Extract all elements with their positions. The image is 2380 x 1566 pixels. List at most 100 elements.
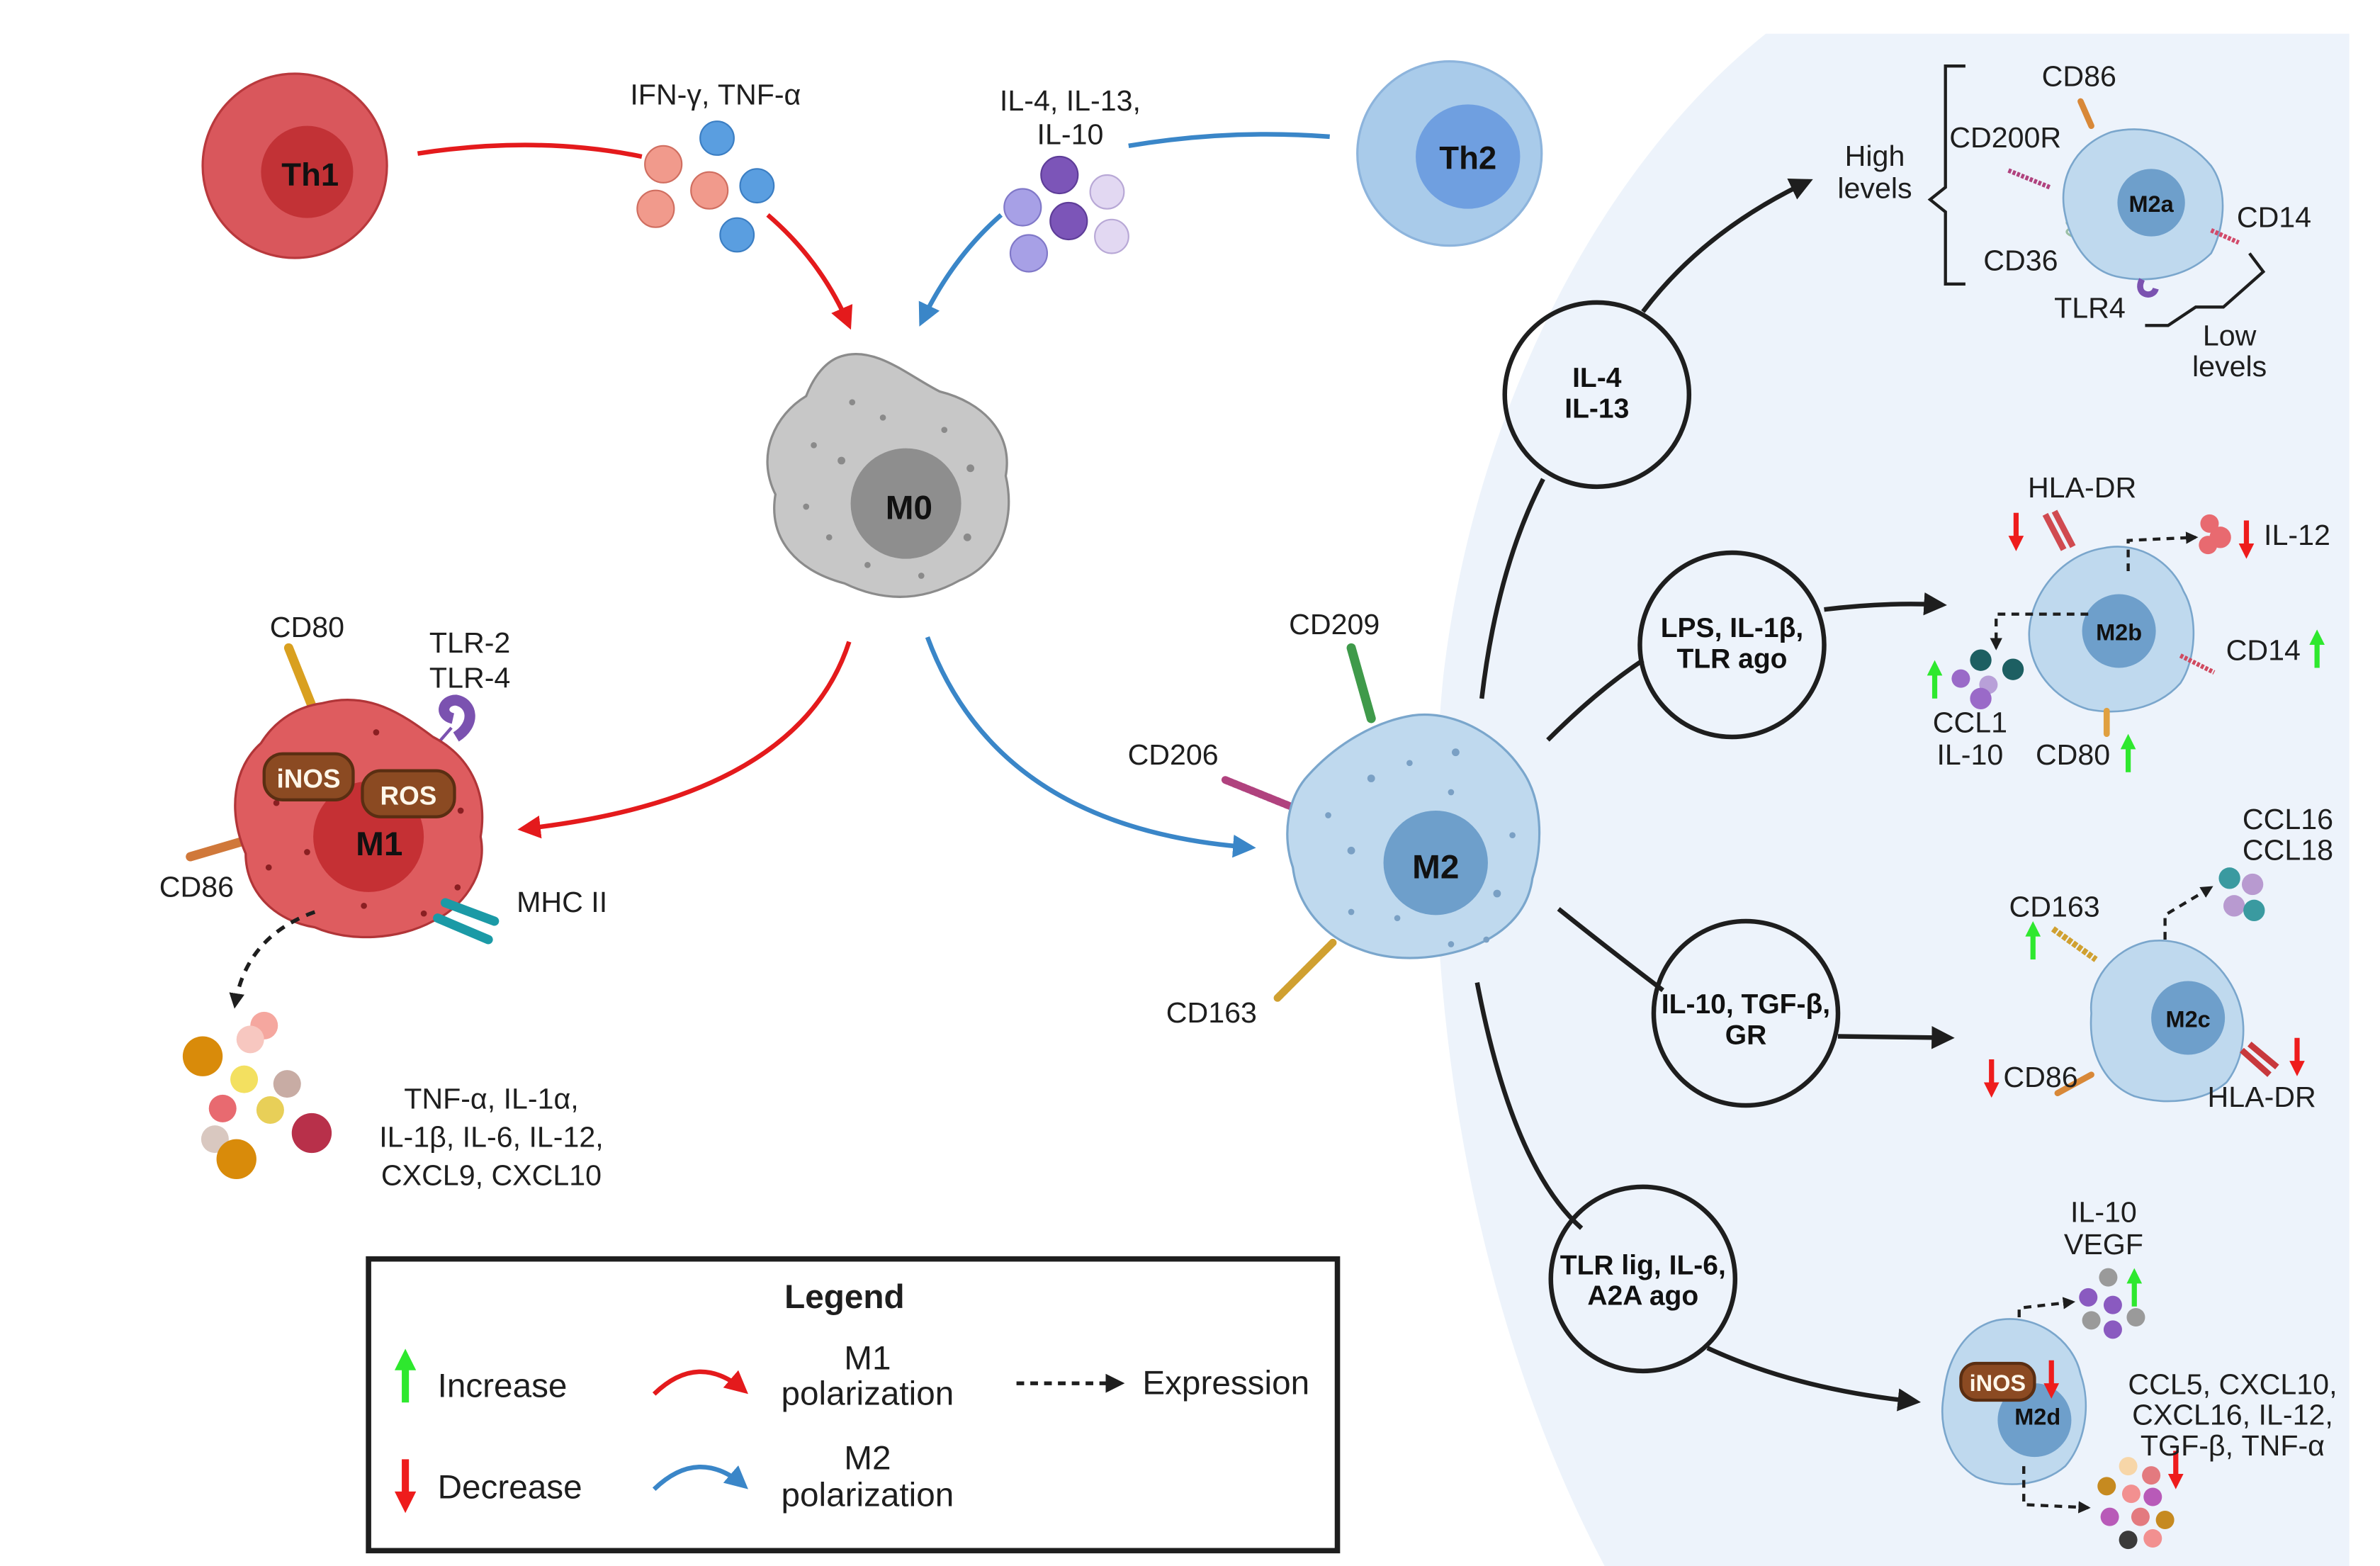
legend-box: Legend Increase Decrease M1 polarization… [366, 1256, 1341, 1554]
m2d-down-line3: TGF-β, TNF-α [2141, 1429, 2325, 1462]
m2a-cell: M2a [2007, 98, 2240, 298]
m2b-arrow [1824, 592, 1947, 616]
cd163-receptor [1273, 938, 1337, 1002]
m2d-down-cluster [2097, 1457, 2175, 1550]
m2a-cd86-label: CD86 [2042, 60, 2116, 92]
m1-cd86-label: CD86 [159, 870, 234, 903]
m2a-tlr4-receptor [2137, 278, 2159, 298]
m2b-label: M2b [2096, 620, 2142, 646]
legend-title: Legend [784, 1278, 904, 1316]
m2a-label: M2a [2128, 191, 2174, 217]
m1-mhc-label: MHC II [517, 886, 607, 918]
m2d-up-line1: IL-10 [2070, 1196, 2137, 1229]
stimulus-m2a: IL-4 IL-13 [1502, 300, 1692, 490]
stimulus-m2c-line2: GR [1725, 1020, 1767, 1050]
th2-label: Th2 [1439, 140, 1496, 176]
m2b-cell: M2b [2028, 509, 2216, 737]
m2-cd209-label: CD209 [1289, 608, 1380, 641]
ros-label: ROS [380, 781, 437, 810]
m2a-low-bracket [2145, 252, 2266, 327]
stimulus-m2d: TLR lig, IL-6, A2A ago [1548, 1184, 1738, 1374]
m1-secreted-line3: CXCL9, CXCL10 [381, 1159, 602, 1192]
legend-m2-line1: M2 [844, 1440, 891, 1477]
cd206-receptor [1221, 776, 1294, 810]
m1-secreted-line2: IL-1β, IL-6, IL-12, [379, 1121, 604, 1154]
stimulus-m2b: LPS, IL-1β, TLR ago [1637, 550, 1827, 740]
th1-cytokines-label: IFN-γ, TNF-α [630, 78, 801, 111]
tlr-receptor [439, 694, 475, 742]
m2b-cd14-label: CD14 [2226, 634, 2301, 667]
stimulus-m2a-line2: IL-13 [1564, 393, 1629, 424]
m2a-high-label-line2: levels [1837, 172, 1912, 205]
cd86-receptor [186, 836, 247, 862]
m2b-hla-dr-receptor [2051, 509, 2076, 548]
branch-line-m2a [1479, 478, 1545, 699]
m2a-cd200r-label: CD200R [1949, 121, 2061, 154]
th1-to-m0-arrow [766, 213, 853, 330]
m2c-ccl-cluster [2218, 867, 2265, 921]
m2c-cd163-label: CD163 [2009, 891, 2100, 923]
stimulus-m2d-line1: TLR lig, IL-6, [1560, 1250, 1726, 1280]
inos-enzyme [262, 752, 355, 801]
m2d-inos-enzyme [1959, 1361, 2036, 1402]
m2-label: M2 [1412, 848, 1459, 886]
cd209-receptor [1346, 643, 1376, 723]
m1-cd80-label: CD80 [270, 611, 344, 643]
th1-to-cytokine-line [417, 142, 643, 159]
m1-cell: iNOS ROS M1 [186, 643, 500, 945]
m2b-hla-dr-label: HLA-DR [2028, 471, 2136, 504]
stimulus-m2d-line2: A2A ago [1587, 1281, 1698, 1312]
m2c-cd163-receptor [2051, 926, 2098, 962]
legend-m1-line2: polarization [782, 1375, 954, 1413]
branch-line-m2c [1557, 907, 1664, 993]
m2d-cell: iNOS M2d [1941, 1318, 2087, 1485]
legend-expression-label: Expression [1142, 1364, 1309, 1402]
branch-line-m2d [1474, 982, 1584, 1230]
stimulus-m2c: IL-10, TGF-β, GR [1651, 918, 1841, 1108]
legend-m2-arrow-icon [652, 1465, 748, 1492]
branch-line-m2b [1546, 658, 1645, 742]
m2-cd163-label: CD163 [1166, 996, 1257, 1029]
m2a-cd86-receptor [2077, 98, 2094, 129]
stimulus-m2c-line1: IL-10, TGF-β, [1662, 989, 1830, 1020]
m2d-label: M2d [2014, 1404, 2060, 1430]
m2b-cd14-receptor [2179, 653, 2216, 675]
m2d-arrow [1706, 1346, 1922, 1412]
m2b-ccl1-cluster [1951, 649, 2024, 709]
stimulus-m2b-line1: LPS, IL-1β, [1661, 613, 1804, 643]
m2c-secreted-line2: CCL18 [2243, 833, 2333, 866]
m2a-cd200r-receptor [2007, 168, 2051, 190]
m0-cell: M0 [766, 352, 1010, 598]
legend-m1-line1: M1 [844, 1340, 891, 1378]
legend-m1-arrow-icon [652, 1369, 748, 1396]
m2d-down-line2: CXCL16, IL-12, [2132, 1399, 2333, 1431]
th2-to-m0-arrow [918, 213, 1003, 327]
m2c-hla-dr-label: HLA-DR [2208, 1081, 2316, 1113]
legend-decrease-label: Decrease [438, 1469, 582, 1506]
m2d-up-line2: VEGF [2064, 1228, 2143, 1261]
inos-label: iNOS [277, 765, 341, 794]
m2a-tlr4-label: TLR4 [2054, 292, 2126, 325]
th2-to-cytokine-line [1128, 132, 1330, 149]
th2-cell: Th2 [1356, 60, 1543, 247]
m1-secreted-line1: TNF-α, IL-1α, [404, 1082, 579, 1115]
m2c-secreted-line1: CCL16 [2243, 803, 2333, 835]
m1-cytokine-cluster [182, 1011, 332, 1179]
m2a-cd36-label: CD36 [1983, 244, 2058, 276]
m2b-ccl1-expression-arrow [1990, 612, 2089, 650]
m2b-secreted-line2: IL-10 [1936, 738, 2003, 771]
m0-to-m2-arrow [925, 636, 1256, 858]
ros-enzyme [361, 769, 456, 818]
m2a-cd14-receptor [2210, 228, 2240, 245]
th2-cytokine-cluster [1003, 155, 1129, 273]
m2b-il12-cluster [2199, 514, 2231, 555]
m2c-cd86-receptor [2054, 1071, 2094, 1096]
mhc-ii-receptor [433, 913, 493, 945]
stimulus-m2a-line1: IL-4 [1572, 363, 1622, 393]
m1-tlr-label-line2: TLR-4 [429, 662, 510, 694]
m2c-ccl-expression-arrow [2163, 886, 2213, 940]
m1-label: M1 [356, 826, 402, 863]
legend-increase-label: Increase [438, 1368, 568, 1405]
m2a-high-label-line1: High [1845, 140, 1905, 172]
m2c-cd86-label: CD86 [2003, 1061, 2077, 1093]
